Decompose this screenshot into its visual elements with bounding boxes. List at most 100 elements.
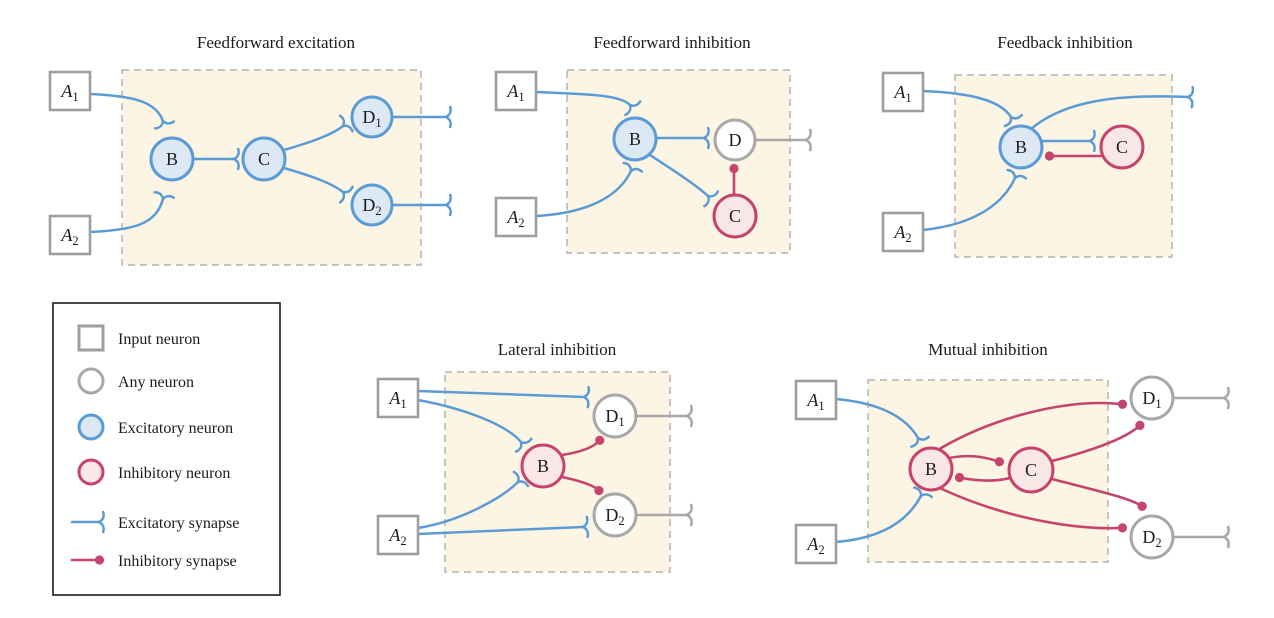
synapse-a2-to-b <box>834 486 934 544</box>
excitatory-neuron-d2 <box>350 183 394 227</box>
any-neuron-circle-icon <box>77 367 105 395</box>
excitatory-neuron-b <box>612 116 658 162</box>
label-a2: A2 <box>60 225 78 248</box>
label-d2: D2 <box>362 195 381 218</box>
synapse-c-to-d1 <box>282 114 354 152</box>
inhibitory-neuron-c <box>1099 124 1145 170</box>
label-d: D <box>729 130 742 150</box>
inhibitory-neuron-c <box>712 193 758 239</box>
legend: Input neuron Any neuron Excitatory neuro… <box>52 302 281 596</box>
input-neuron-a1 <box>881 71 925 113</box>
any-neuron-d2 <box>592 492 638 538</box>
label-b: B <box>537 456 549 476</box>
synapse-a2-to-b <box>534 161 644 218</box>
label-a2: A2 <box>506 207 524 230</box>
label-d1: D1 <box>605 406 624 429</box>
input-neuron-a2 <box>48 214 92 256</box>
synapse-a2-to-b <box>416 470 530 530</box>
synapse-a1-to-b <box>534 90 642 117</box>
inhibitory-neuron-circle-icon <box>77 458 105 486</box>
label-b: B <box>925 459 937 479</box>
label-d2: D2 <box>1142 527 1161 550</box>
excitatory-neuron-c <box>241 136 287 182</box>
input-neuron-a2 <box>794 523 838 565</box>
panel-feedforward-excitation: Feedforward excitation A1 A2 B C D1 D2 <box>48 33 452 266</box>
synapse-a1-to-b <box>88 92 176 130</box>
input-neuron-a2 <box>881 211 925 253</box>
synapse-b-to-c-inhibitory <box>947 454 1004 467</box>
excitatory-neuron-b <box>998 124 1044 170</box>
input-neuron-a2 <box>376 514 420 556</box>
synapse-a2-to-b <box>88 191 176 234</box>
synapse-a1-to-b <box>921 89 1023 128</box>
panel-title: Feedback inhibition <box>997 33 1133 52</box>
legend-label: Excitatory synapse <box>118 515 239 532</box>
label-a1: A1 <box>388 388 406 411</box>
label-a1: A1 <box>60 81 78 104</box>
input-neuron-a1 <box>48 70 92 112</box>
panel-title: Mutual inhibition <box>928 340 1048 359</box>
panel-mutual-inhibition: Mutual inhibition A1 A2 B C D1 D2 <box>794 340 1230 565</box>
synapse-b-to-d2-inhibitory <box>560 475 604 496</box>
any-neuron-d1 <box>1129 375 1175 421</box>
synapse-a2-to-b <box>921 168 1028 232</box>
label-b: B <box>629 129 641 149</box>
panel-title: Lateral inhibition <box>498 340 617 359</box>
inhibitory-neuron-b <box>908 446 954 492</box>
label-a2: A2 <box>388 525 406 548</box>
label-a1: A1 <box>806 390 824 413</box>
input-neuron-a1 <box>494 70 538 112</box>
synapse-c-to-d1-inhibitory <box>1050 420 1145 463</box>
input-neuron-a1 <box>376 377 420 419</box>
panel-title: Feedforward inhibition <box>593 33 751 52</box>
legend-frame <box>52 302 281 596</box>
synapse-b-to-c <box>648 153 720 208</box>
excitatory-neuron-circle-icon <box>77 413 105 441</box>
legend-label: Excitatory neuron <box>118 420 233 437</box>
legend-label: Any neuron <box>118 374 194 391</box>
synapse-c-to-d2 <box>282 166 354 204</box>
any-neuron-d1 <box>592 393 638 439</box>
label-a2: A2 <box>893 222 911 245</box>
synapse-c-to-d2-inhibitory <box>1050 477 1147 511</box>
synapse-c-to-b-inhibitory <box>954 472 1012 483</box>
label-b: B <box>1015 137 1027 157</box>
inhibitory-neuron-c <box>1007 446 1055 494</box>
label-b: B <box>166 149 178 169</box>
panel-feedback-inhibition: Feedback inhibition A1 A2 B C <box>881 33 1195 258</box>
any-neuron-d2 <box>1129 514 1175 560</box>
synapse-b-to-d1-inhibitory <box>560 435 605 457</box>
label-a1: A1 <box>506 81 524 104</box>
inhibitory-neuron-b <box>520 443 566 489</box>
motif-box <box>867 379 1109 563</box>
label-c: C <box>1025 460 1037 480</box>
synapse-a1-to-b <box>416 398 533 453</box>
input-neuron-square-icon <box>77 324 105 352</box>
synapse-b-to-d1-inhibitory <box>939 399 1128 450</box>
panel-lateral-inhibition: Lateral inhibition A1 A2 B D1 D2 <box>376 340 693 573</box>
synapse-a1-to-b <box>834 397 931 448</box>
excitatory-neuron-b <box>149 136 195 182</box>
panel-feedforward-inhibition: Feedforward inhibition A1 A2 B D C <box>494 33 812 254</box>
label-c: C <box>258 149 270 169</box>
legend-label: Inhibitory synapse <box>118 553 237 570</box>
motif-box <box>954 74 1173 258</box>
input-neuron-a2 <box>494 196 538 238</box>
synapse-b-to-d2-inhibitory <box>940 487 1128 533</box>
synapse-a1-to-d1 <box>416 385 591 409</box>
label-d1: D1 <box>1142 388 1161 411</box>
label-a1: A1 <box>893 82 911 105</box>
motif-box <box>566 69 791 254</box>
label-d2: D2 <box>605 505 624 528</box>
panel-title: Feedforward excitation <box>197 33 356 52</box>
axon-b-output <box>1029 85 1195 131</box>
label-c: C <box>729 206 741 226</box>
input-neuron-a1 <box>794 379 838 421</box>
synapse-a2-to-d2 <box>416 515 590 539</box>
label-d1: D1 <box>362 107 381 130</box>
legend-label: Inhibitory neuron <box>118 465 230 482</box>
label-a2: A2 <box>806 534 824 557</box>
label-c: C <box>1116 137 1128 157</box>
